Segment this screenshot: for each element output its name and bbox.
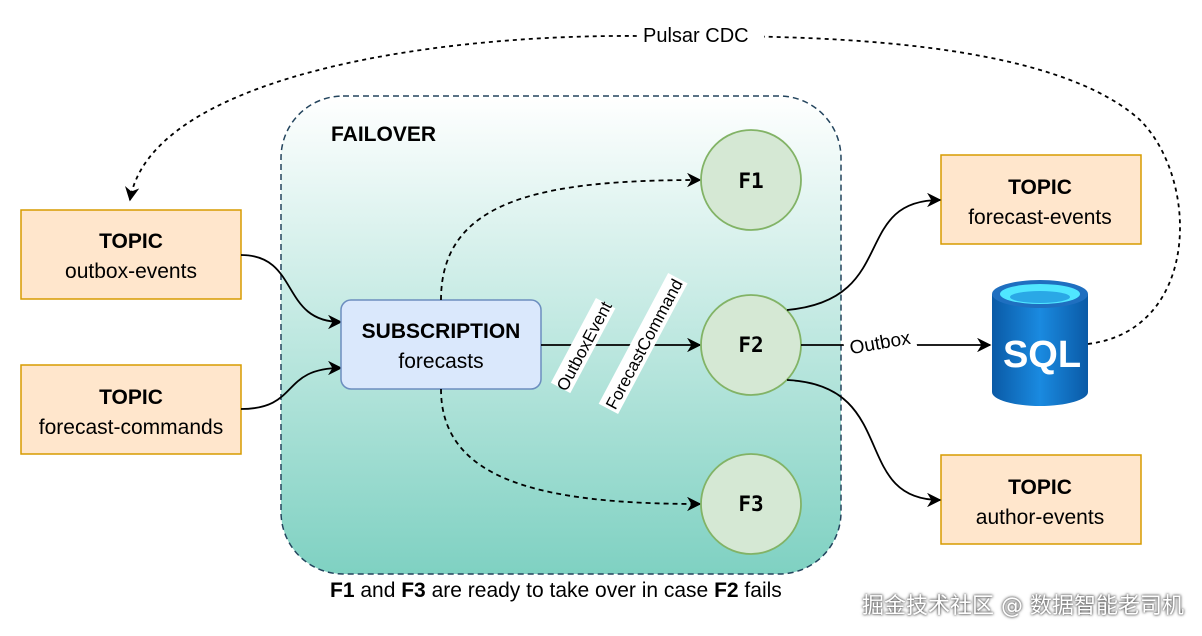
topic-title: TOPIC: [99, 386, 163, 409]
caption-end: fails: [738, 579, 782, 602]
failover-label: FAILOVER: [331, 123, 436, 146]
topic-name: author-events: [976, 506, 1104, 529]
edge-subscription-to-f1: [440, 172, 702, 301]
outbox-label: Outbox: [848, 328, 912, 359]
edge-forecast-commands-to-subscription: [240, 360, 343, 410]
topic-name: forecast-events: [968, 206, 1112, 229]
subscription-forecasts[interactable]: SUBSCRIPTION forecasts: [340, 299, 542, 390]
topic-name: forecast-commands: [39, 416, 223, 439]
edge-f2-to-author-events: [786, 379, 942, 508]
function-label: F3: [738, 492, 763, 516]
sql-label: SQL: [1003, 334, 1081, 376]
function-label: F1: [738, 169, 763, 193]
pulsar-cdc-edge: [125, 35, 1181, 345]
subscription-name: forecasts: [398, 350, 483, 373]
function-f1[interactable]: F1: [700, 129, 802, 231]
subscription-title: SUBSCRIPTION: [362, 320, 521, 343]
topic-forecast-commands[interactable]: TOPIC forecast-commands: [20, 364, 242, 455]
caption-f3: F3: [401, 579, 426, 602]
edge-subscription-to-f3: [440, 388, 702, 512]
topic-name: outbox-events: [65, 260, 197, 283]
function-label: F2: [738, 333, 763, 357]
caption-f1: F1: [330, 579, 355, 602]
sql-database-icon[interactable]: SQL: [992, 280, 1088, 406]
edge-f2-to-forecast-events: [786, 192, 942, 311]
caption-f2: F2: [714, 579, 739, 602]
topic-title: TOPIC: [1008, 176, 1072, 199]
topic-title: TOPIC: [1008, 476, 1072, 499]
topic-title: TOPIC: [99, 230, 163, 253]
pulsar-cdc-label: Pulsar CDC: [643, 25, 749, 47]
topic-outbox-events[interactable]: TOPIC outbox-events: [20, 209, 242, 300]
function-f3[interactable]: F3: [700, 453, 802, 555]
failover-group: FAILOVER: [280, 95, 842, 575]
watermark: 掘金技术社区 @ 数据智能老司机: [862, 594, 1184, 619]
function-f2[interactable]: F2: [700, 294, 802, 396]
caption-and: and: [354, 579, 402, 602]
topic-forecast-events[interactable]: TOPIC forecast-events: [940, 154, 1142, 245]
edge-outbox-events-to-subscription: [240, 254, 343, 330]
failover-caption: F1 and F3 are ready to take over in case…: [330, 579, 782, 603]
topic-author-events[interactable]: TOPIC author-events: [940, 454, 1142, 545]
caption-middle: are ready to take over in case: [425, 579, 715, 602]
